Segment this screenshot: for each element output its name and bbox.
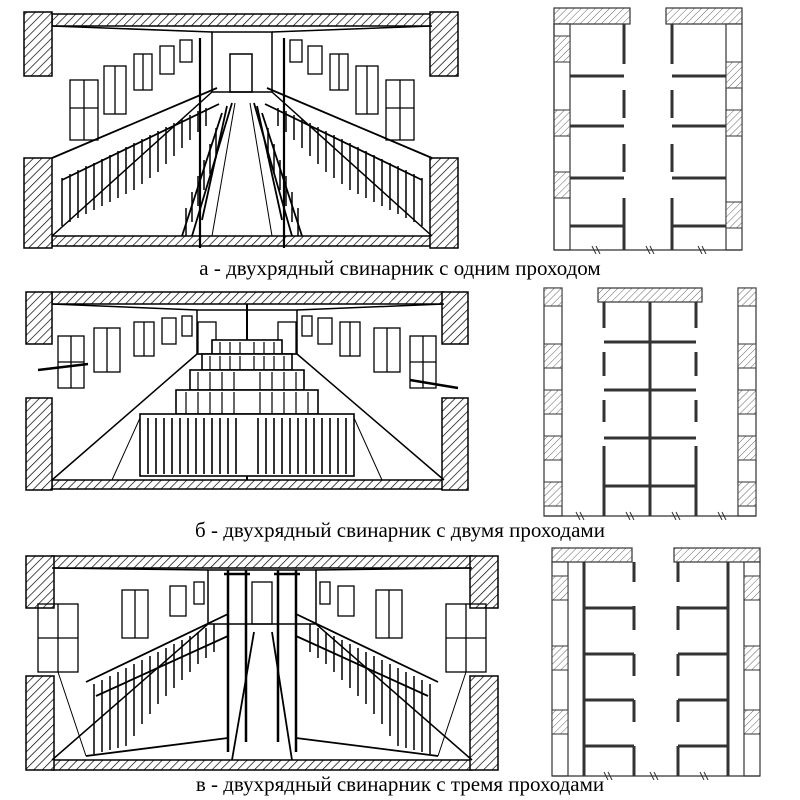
figure-a-perspective	[22, 8, 460, 250]
figure-a-plan	[548, 6, 748, 254]
figure-b-perspective	[22, 288, 474, 492]
figure-b-plan	[542, 286, 758, 520]
caption-a: а - двухрядный свинарник с одним проходо…	[199, 256, 601, 280]
caption-c: в - двухрядный свинарник с тремя прохода…	[195, 772, 605, 796]
figure-c-perspective	[22, 552, 502, 774]
figure-c-plan	[550, 546, 766, 780]
caption-b: б - двухрядный свинарник с двумя прохода…	[195, 518, 605, 542]
